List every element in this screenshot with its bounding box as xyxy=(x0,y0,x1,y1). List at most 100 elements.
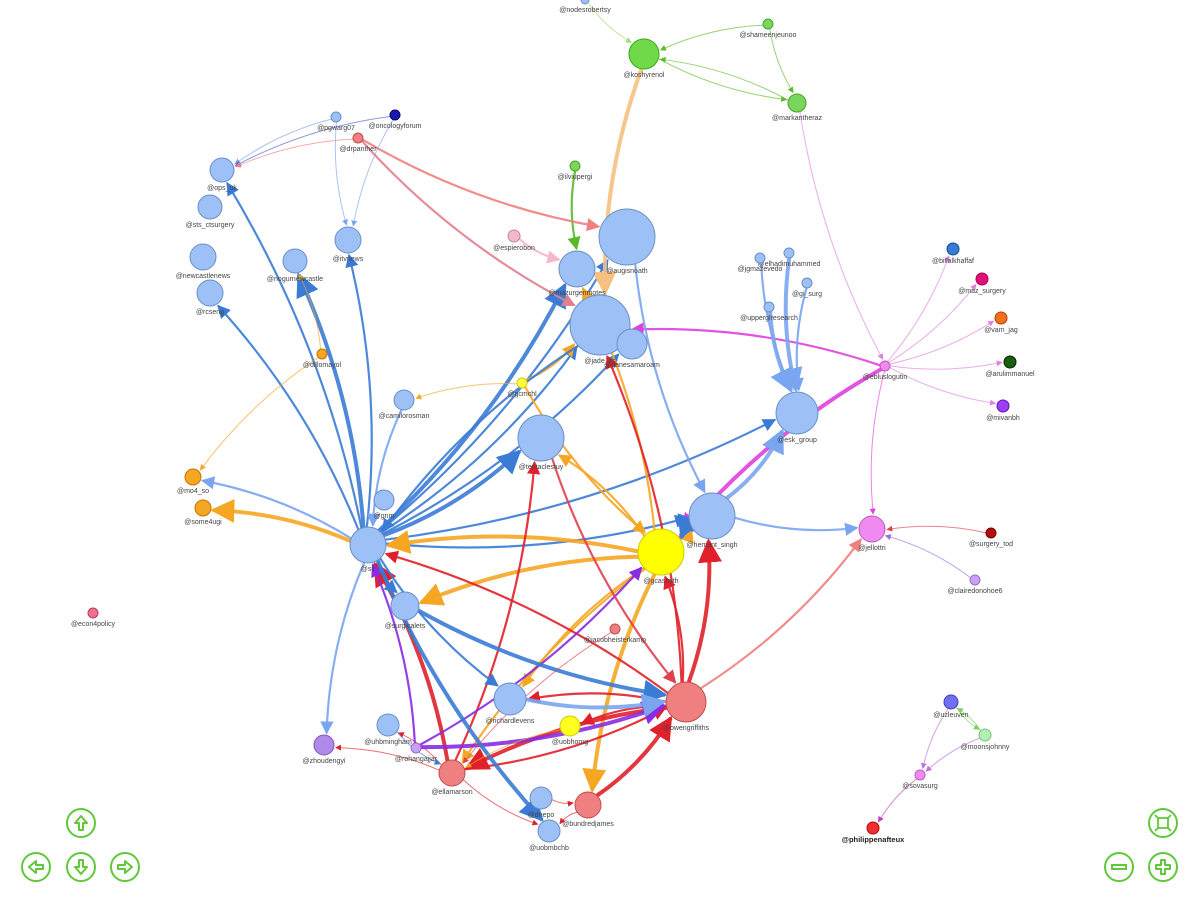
node-circle[interactable] xyxy=(975,272,989,286)
node-gcmchl[interactable]: @gcmchl xyxy=(507,377,537,398)
node-mazurgenmotes[interactable]: @mazurgenmotes xyxy=(548,250,606,297)
node-circle[interactable] xyxy=(507,229,521,243)
node-ilviupergi[interactable]: @ilviupergi xyxy=(558,160,593,181)
node-jellottri[interactable]: @jellottri xyxy=(858,515,886,552)
node-circle[interactable] xyxy=(978,728,992,742)
node-circle[interactable] xyxy=(517,414,565,462)
node-uobhomg[interactable]: @uobhomg xyxy=(552,715,588,746)
node-circle[interactable] xyxy=(189,243,217,271)
node-circle[interactable] xyxy=(373,489,395,511)
node-owengriffiths[interactable]: @owengriffiths xyxy=(663,681,710,732)
node-smallnode1[interactable]: @gnm xyxy=(373,489,395,520)
node-circle[interactable] xyxy=(637,528,685,576)
node-circle[interactable] xyxy=(801,277,813,289)
node-circle[interactable] xyxy=(754,252,766,264)
node-circle[interactable] xyxy=(580,0,590,5)
node-dillomayol[interactable]: @dillomayol xyxy=(303,348,342,369)
node-rohangajjar[interactable]: @rohangajjar xyxy=(395,742,438,763)
node-clairedonohoe6[interactable]: @clairedonohoe6 xyxy=(948,574,1003,595)
node-circle[interactable] xyxy=(516,377,528,389)
node-circle[interactable] xyxy=(334,226,362,254)
node-nodesrobertsy[interactable]: @nodesrobertsy xyxy=(559,0,611,14)
node-econ4policy[interactable]: @econ4policy xyxy=(71,607,116,628)
node-circle[interactable] xyxy=(537,819,561,843)
node-circle[interactable] xyxy=(393,389,415,411)
node-surgery_tod[interactable]: @surgery_tod xyxy=(969,527,1013,548)
node-circle[interactable] xyxy=(914,769,926,781)
pan-left-button[interactable] xyxy=(21,852,51,882)
node-ellamarson[interactable]: @ellamarson xyxy=(431,759,473,796)
node-circle[interactable] xyxy=(783,247,795,259)
node-circle[interactable] xyxy=(559,715,581,737)
node-circle[interactable] xyxy=(313,734,335,756)
node-zhoudengyi[interactable]: @zhoudengyi xyxy=(303,734,346,765)
node-jgmazevedo[interactable]: @jgmazevedo xyxy=(738,252,783,273)
node-uzleuven[interactable]: @uzleuven xyxy=(933,694,969,719)
node-philippenafteux[interactable]: @philippenafteux xyxy=(842,821,906,844)
node-uobmbchb[interactable]: @uobmbchb xyxy=(529,819,569,852)
node-circle[interactable] xyxy=(438,759,466,787)
node-ebluslogutin[interactable]: @ebluslogutin xyxy=(863,360,908,381)
node-circle[interactable] xyxy=(609,623,621,635)
node-itvnews[interactable]: @itvnews xyxy=(333,226,364,263)
node-circle[interactable] xyxy=(330,111,342,123)
node-nogurnewcastle[interactable]: @nogurnewcastle xyxy=(267,248,323,283)
node-circle[interactable] xyxy=(1003,355,1017,369)
node-jacobheisterkamp[interactable]: @jacobheisterkamp xyxy=(584,623,646,644)
node-hemant_singh[interactable]: @hemant_singh xyxy=(686,492,738,549)
node-circle[interactable] xyxy=(569,294,631,356)
node-circle[interactable] xyxy=(665,681,707,723)
node-bundredjames[interactable]: @bundredjames xyxy=(562,791,614,828)
node-circle[interactable] xyxy=(985,527,997,539)
node-rcseng[interactable]: @rcseng xyxy=(196,279,224,316)
node-circle[interactable] xyxy=(858,515,886,543)
node-billalkhaffaf[interactable]: @billalkhaffaf xyxy=(932,242,974,265)
node-circle[interactable] xyxy=(410,742,422,754)
node-circle[interactable] xyxy=(969,574,981,586)
node-circle[interactable] xyxy=(197,194,223,220)
node-augisnoath[interactable]: @augisnoath xyxy=(598,208,656,275)
node-circle[interactable] xyxy=(616,328,648,360)
node-circle[interactable] xyxy=(493,682,527,716)
node-kushyrenol[interactable]: @koshyrenol xyxy=(624,38,665,79)
node-circle[interactable] xyxy=(996,399,1010,413)
node-gcasmith[interactable]: @gcasmith xyxy=(637,528,685,585)
node-circle[interactable] xyxy=(787,93,807,113)
node-circle[interactable] xyxy=(87,607,99,619)
node-circle[interactable] xyxy=(389,109,401,121)
node-circle[interactable] xyxy=(598,208,656,266)
node-circle[interactable] xyxy=(282,248,308,274)
node-markantheraz[interactable]: @markantheraz xyxy=(772,93,822,122)
node-circle[interactable] xyxy=(574,791,602,819)
zoom-in-button[interactable] xyxy=(1148,852,1178,882)
node-newcastlenews[interactable]: @newcastlenews xyxy=(176,243,231,280)
node-some4ugi[interactable]: @some4ugi xyxy=(184,499,222,526)
zoom-out-button[interactable] xyxy=(1104,852,1134,882)
node-circle[interactable] xyxy=(994,311,1008,325)
node-circle[interactable] xyxy=(184,468,202,486)
pan-up-button[interactable] xyxy=(66,808,96,838)
node-circle[interactable] xyxy=(349,526,387,564)
node-oncologyforum[interactable]: @oncologyforum xyxy=(368,109,422,130)
node-maz_surgery[interactable]: @maz_surgery xyxy=(958,272,1006,295)
node-circle[interactable] xyxy=(775,391,819,435)
node-dnepo[interactable]: @dnepo xyxy=(528,786,555,819)
node-vam_jag[interactable]: @vam_jag xyxy=(984,311,1018,334)
node-circle[interactable] xyxy=(762,18,774,30)
node-sts_ctsurgery[interactable]: @sts_ctsurgery xyxy=(186,194,235,229)
node-drpanther[interactable]: @drpanther xyxy=(339,132,377,153)
node-circle[interactable] xyxy=(569,160,581,172)
node-circle[interactable] xyxy=(943,694,959,710)
node-circle[interactable] xyxy=(194,499,212,517)
node-espierobon[interactable]: @espierobon xyxy=(493,229,535,252)
node-shameenjeunoo[interactable]: @shameenjeunoo xyxy=(740,18,797,39)
node-circle[interactable] xyxy=(628,38,660,70)
node-circle[interactable] xyxy=(352,132,364,144)
node-esk_group[interactable]: @esk_group xyxy=(775,391,819,444)
node-jade_ss[interactable]: @jade_ss xyxy=(569,294,631,365)
node-circle[interactable] xyxy=(196,279,224,307)
node-sovasurg[interactable]: @sovasurg xyxy=(902,769,938,790)
node-circle[interactable] xyxy=(376,713,400,737)
node-mo4_so[interactable]: @mo4_so xyxy=(177,468,209,495)
